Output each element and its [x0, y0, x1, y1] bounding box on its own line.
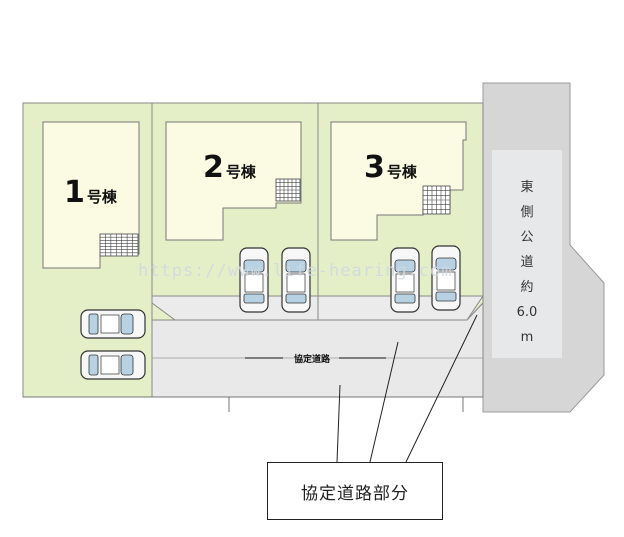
- car-rear-window: [394, 293, 416, 304]
- house-2: [165, 121, 302, 241]
- deck-1: [99, 233, 139, 257]
- car-lot3-right: [431, 245, 461, 311]
- leader-line-1: [336, 384, 341, 463]
- car-windshield: [285, 259, 307, 273]
- car-rear-window: [435, 291, 457, 302]
- callout-private-road-portion: 協定道路部分: [267, 462, 443, 520]
- car-rear-window: [88, 354, 99, 376]
- svg-text:公: 公: [520, 230, 533, 245]
- svg-text:道: 道: [520, 255, 533, 270]
- deck-outline: [99, 233, 139, 257]
- east-road-label-panel: [492, 150, 562, 358]
- deck-2: [275, 178, 301, 202]
- car-lot2-left: [239, 247, 269, 313]
- car-rear-window: [243, 293, 265, 304]
- car-windshield: [435, 257, 457, 271]
- private-road-label: 協定道路: [294, 353, 331, 365]
- leader-line-2: [369, 341, 399, 463]
- car-windshield: [394, 259, 416, 273]
- car-roof: [100, 355, 120, 375]
- car-lot3-left: [390, 247, 420, 313]
- svg-text:6.0: 6.0: [517, 305, 538, 320]
- car-windshield: [120, 313, 134, 335]
- car-roof: [395, 273, 415, 293]
- svg-text:東: 東: [520, 179, 533, 195]
- callout-label: 協定道路部分: [301, 483, 409, 504]
- car-windshield: [120, 354, 134, 376]
- watermark: https://www.life-hearing.com: [138, 261, 453, 281]
- car-rear-window: [285, 293, 307, 304]
- svg-text:側: 側: [520, 205, 533, 220]
- svg-text:約: 約: [520, 280, 533, 295]
- car-lot1-upper: [80, 309, 146, 339]
- car-rear-window: [88, 313, 99, 335]
- car-lot2-right: [281, 247, 311, 313]
- car-roof: [244, 273, 264, 293]
- leader-line-3: [405, 314, 478, 463]
- deck-3: [422, 185, 451, 215]
- car-lot1-lower: [80, 350, 146, 380]
- svg-text:m: m: [521, 330, 534, 345]
- car-roof: [286, 273, 306, 293]
- car-roof: [100, 314, 120, 334]
- car-roof: [436, 271, 456, 291]
- east-road-label: 東 側 公 道 約 6.0 m: [517, 179, 538, 345]
- car-windshield: [243, 259, 265, 273]
